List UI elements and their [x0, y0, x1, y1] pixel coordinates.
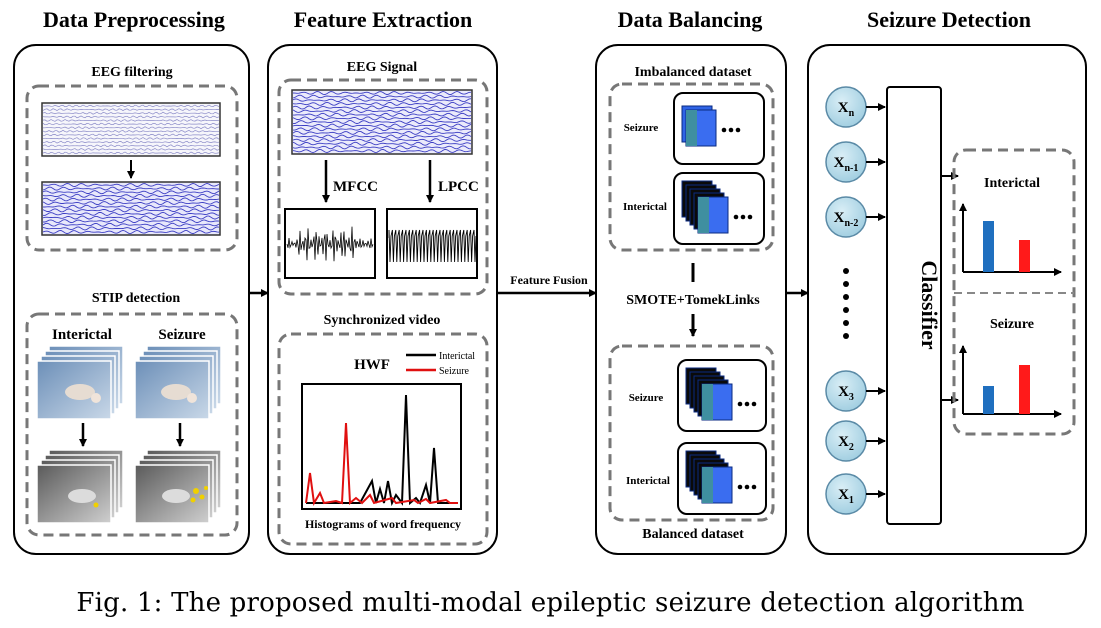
balanced-seizure-label: Seizure [629, 392, 664, 404]
imbalanced-interictal-stack [681, 180, 753, 234]
input-node-label: Xn [838, 100, 855, 119]
stip-seizure-label: Seizure [158, 327, 206, 343]
interictal-stip-frames [36, 449, 124, 524]
raw-eeg-image [41, 102, 221, 157]
input-node-label: X3 [838, 384, 854, 403]
detection-title: Seizure Detection [867, 7, 1031, 32]
synchronized-video-label: Synchronized video [324, 313, 441, 328]
feature-extraction-frame [267, 44, 498, 555]
panel-data-preprocessing: Data Preprocessing EEG filtering STIP de… [13, 7, 250, 555]
output-seizure-chart [959, 345, 1062, 418]
mfcc-waveform [284, 208, 376, 279]
eeg-signal-image [291, 89, 473, 155]
eeg-filtering-box [25, 84, 239, 252]
balancing-frame [595, 44, 787, 555]
imbalanced-seizure-stack [681, 105, 741, 147]
eeg-signal-box [277, 78, 489, 296]
imbalanced-interictal-label: Interictal [623, 201, 667, 213]
balanced-box [608, 344, 775, 522]
input-node: Xn-1 [825, 141, 867, 183]
figure-caption: Fig. 1: The proposed multi-modal epilept… [76, 588, 1025, 618]
eeg-signal-label: EEG Signal [347, 60, 418, 75]
output-seizure-label: Seizure [990, 317, 1034, 332]
eeg-filtering-label: EEG filtering [91, 65, 172, 80]
balanced-seizure-stack [685, 367, 757, 421]
feature-extraction-title: Feature Extraction [294, 7, 473, 32]
hwf-histogram [301, 383, 462, 510]
node-ellipsis [843, 268, 849, 339]
legend-interictal: Interictal [439, 351, 475, 362]
stip-detection-label: STIP detection [92, 291, 180, 306]
seizure-bar-red [1019, 365, 1030, 414]
panel-feature-extraction: Feature Extraction EEG Signal MFCC LPCC … [267, 7, 498, 555]
imbalanced-seizure-label: Seizure [624, 122, 659, 134]
preprocessing-title: Data Preprocessing [43, 7, 225, 32]
output-interictal-label: Interictal [984, 176, 1040, 191]
feature-fusion-label: Feature Fusion [510, 273, 588, 287]
input-node: Xn-2 [825, 196, 867, 238]
interictal-video-frames [36, 345, 124, 420]
imbalanced-label: Imbalanced dataset [634, 65, 751, 80]
classifier-block [886, 86, 942, 525]
input-node: Xn [825, 86, 867, 128]
input-node-label: Xn-2 [834, 210, 859, 229]
stip-box [25, 312, 239, 537]
preprocessing-frame [13, 44, 250, 555]
seizure-video-frames [134, 345, 222, 420]
smote-tomek-label: SMOTE+TomekLinks [626, 293, 760, 308]
imbalanced-box [608, 82, 775, 252]
classifier-label: Classifier [917, 260, 942, 349]
detection-frame [807, 44, 1087, 555]
balancing-title: Data Balancing [618, 7, 763, 32]
stip-interictal-label: Interictal [52, 327, 112, 343]
input-node: X2 [825, 420, 867, 462]
histogram-caption: Histograms of word frequency [305, 517, 461, 531]
input-node: X3 [825, 370, 867, 412]
seizure-stip-frames [134, 449, 222, 524]
input-node-label: Xn-1 [834, 155, 859, 174]
panel-data-balancing: Data Balancing Imbalanced dataset Seizur… [595, 7, 787, 555]
hwf-label: HWF [354, 357, 390, 373]
balanced-interictal-label: Interictal [626, 475, 670, 487]
hwf-legend: Interictal Seizure [406, 351, 475, 377]
input-node: X1 [825, 473, 867, 515]
mfcc-label: MFCC [333, 179, 378, 195]
interictal-bar-red [1019, 240, 1030, 272]
legend-seizure: Seizure [439, 366, 470, 377]
input-node-label: X1 [838, 487, 854, 506]
lpcc-waveform [386, 208, 478, 279]
balanced-interictal-stack [685, 450, 757, 504]
balanced-label: Balanced dataset [642, 527, 744, 542]
filtered-eeg-image [41, 181, 221, 236]
input-node-label: X2 [838, 434, 854, 453]
output-interictal-chart [959, 203, 1062, 276]
lpcc-label: LPCC [438, 179, 479, 195]
interictal-bar-blue [983, 221, 994, 272]
seizure-bar-blue [983, 386, 994, 414]
video-feature-box [277, 332, 489, 546]
